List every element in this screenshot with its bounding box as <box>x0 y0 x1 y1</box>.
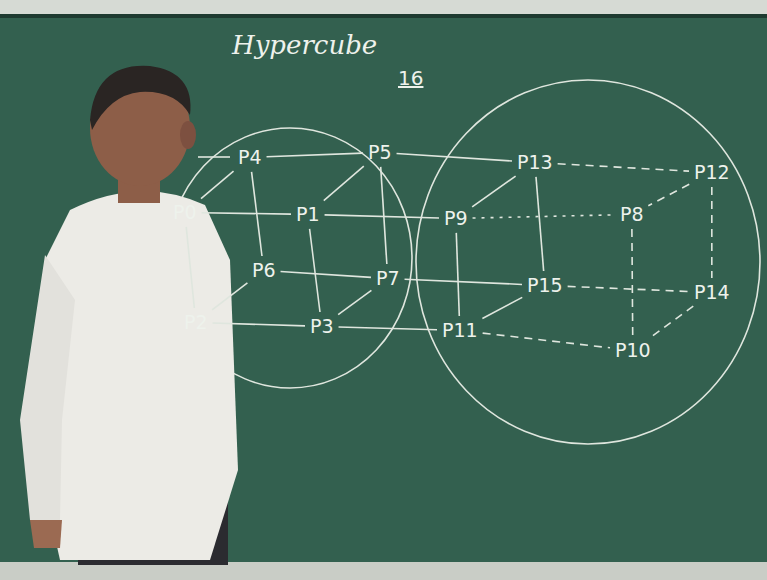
board-title: Hypercube <box>232 30 377 60</box>
hypercube-link <box>201 171 234 199</box>
hypercube-link <box>310 229 320 312</box>
hypercube-link <box>711 187 712 278</box>
board-frame <box>0 14 767 18</box>
hypercube-link <box>281 272 371 278</box>
hypercube-link <box>213 323 305 326</box>
processor-vertex: P7 <box>373 266 403 291</box>
processor-label: P5 <box>368 142 392 163</box>
processor-vertex: P6 <box>249 258 279 283</box>
lecturer-figure <box>20 66 238 565</box>
processor-vertex: P0 <box>170 200 200 225</box>
processor-label: P9 <box>444 208 468 229</box>
processor-vertex: P5 <box>365 140 395 165</box>
processor-label: P0 <box>173 202 197 223</box>
hypercube-link <box>338 290 371 314</box>
processor-label: P12 <box>694 162 730 183</box>
processor-label: P4 <box>238 147 262 168</box>
hypercube-link <box>212 283 247 310</box>
hypercube-link <box>483 333 610 348</box>
processor-vertex: P8 <box>617 202 647 227</box>
processor-vertex: P2 <box>181 310 211 335</box>
hypercube-link <box>267 153 363 157</box>
hypercube-link <box>568 286 689 291</box>
hypercube-link <box>558 164 689 171</box>
hypercube-link <box>324 166 364 200</box>
hypercube-link <box>456 233 459 316</box>
hypercube-link <box>397 154 512 161</box>
hypercube-link <box>482 297 522 318</box>
right-subcube-outline <box>416 80 760 444</box>
hypercube-link <box>651 306 693 337</box>
processor-label: P7 <box>376 268 400 289</box>
processor-label: P13 <box>517 152 553 173</box>
processor-label: P15 <box>527 275 563 296</box>
processor-vertex: P12 <box>691 160 733 185</box>
processor-label: P10 <box>615 340 651 361</box>
hypercube-link <box>202 213 291 214</box>
hypercube-link <box>339 327 437 330</box>
hypercube-link <box>325 215 439 218</box>
hypercube-link <box>648 184 689 205</box>
processor-vertex: P10 <box>612 338 654 363</box>
processor-label: P14 <box>694 282 730 303</box>
processor-vertex: P1 <box>293 202 323 227</box>
hypercube-link <box>186 227 194 308</box>
processor-vertex: P14 <box>691 280 733 305</box>
processor-label: P8 <box>620 204 644 225</box>
hypercube-link <box>472 176 515 207</box>
processor-label: P11 <box>442 320 478 341</box>
node-count-label: 16 <box>398 66 423 90</box>
hypercube-link <box>252 172 262 256</box>
processor-label: P3 <box>310 316 334 337</box>
hypercube-link <box>473 215 615 218</box>
processor-label: P2 <box>184 312 208 333</box>
edge-stub <box>198 156 230 158</box>
processor-vertex: P11 <box>439 318 481 343</box>
hypercube-link <box>631 229 633 336</box>
wall-strip <box>0 0 767 14</box>
hypercube-link <box>405 279 522 284</box>
processor-vertex: P4 <box>235 145 265 170</box>
processor-vertex: P9 <box>441 206 471 231</box>
processor-vertex: P3 <box>307 314 337 339</box>
hypercube-link <box>381 167 387 264</box>
processor-label: P1 <box>296 204 320 225</box>
processor-vertex: P13 <box>514 150 556 175</box>
hypercube-link <box>536 177 544 271</box>
processor-label: P6 <box>252 260 276 281</box>
processor-vertex: P15 <box>524 273 566 298</box>
